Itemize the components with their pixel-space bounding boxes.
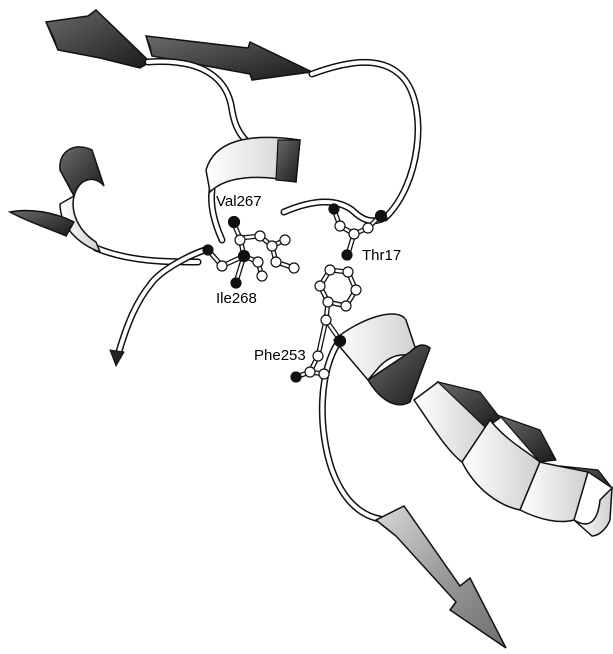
label-ile268: Ile268 — [216, 290, 257, 307]
helix-upper — [206, 137, 300, 192]
beta-strand-bottom — [376, 506, 506, 648]
label-thr17: Thr17 — [362, 247, 401, 264]
label-phe253: Phe253 — [254, 347, 306, 364]
coil-loops — [96, 62, 418, 520]
beta-strand-top-middle — [146, 36, 312, 80]
helix-left — [10, 147, 104, 252]
beta-strand-top-left — [46, 10, 150, 68]
label-val267: Val267 — [216, 193, 262, 210]
helix-right — [334, 314, 612, 536]
coil-end-arrowhead — [110, 350, 124, 366]
